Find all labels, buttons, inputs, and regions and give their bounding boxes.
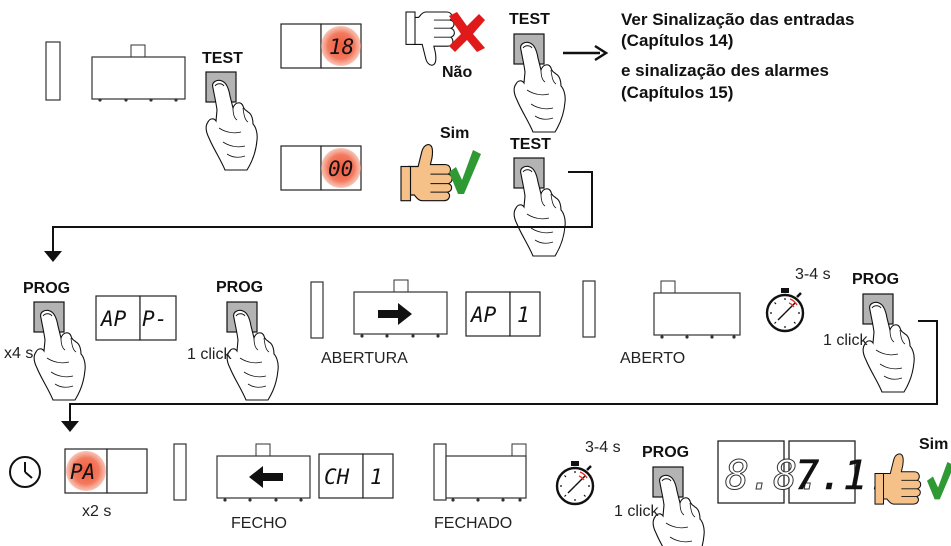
note-line-4: (Capítulos 15) <box>621 83 733 102</box>
note-line-1: Ver Sinalização das entradas <box>621 10 854 29</box>
display-p-dash: P- <box>142 307 167 331</box>
clock-icon <box>9 456 41 488</box>
time-label-1: 3-4 s <box>795 266 831 283</box>
gate-post-2 <box>310 281 324 339</box>
display-final-right <box>788 440 856 504</box>
test-label-2: TEST <box>509 11 550 28</box>
flow-connector-1 <box>52 171 593 254</box>
display-ap-left <box>95 295 141 341</box>
prog-label-1: PROG <box>23 280 70 297</box>
arrow-right-icon <box>563 44 609 62</box>
yes-label-2: Sim <box>919 436 948 453</box>
prog-label-3: PROG <box>852 271 899 288</box>
closing-label: FECHO <box>231 515 287 532</box>
thumbs-up-icon <box>400 143 453 202</box>
test-label-3: TEST <box>510 136 551 153</box>
display-ap-right <box>139 295 177 341</box>
display-ap1-right <box>509 291 541 337</box>
display-ch1-right <box>362 453 394 499</box>
cross-icon <box>449 12 485 52</box>
display-all-segments: 8.8. <box>725 453 821 499</box>
display-ch: CH <box>324 465 350 489</box>
gate-post-4 <box>173 443 187 501</box>
display-ch1-left <box>318 453 364 499</box>
display-ap: AP <box>99 307 127 331</box>
flow-connector-2 <box>69 320 938 424</box>
display-ap-2: AP <box>469 303 497 327</box>
display-1b: 1 <box>370 465 383 489</box>
test-label-1: TEST <box>202 50 243 67</box>
display-ap1-left <box>465 291 511 337</box>
stopwatch-icon <box>555 459 595 506</box>
check-icon <box>449 150 481 194</box>
arrow-right-icon <box>378 303 412 325</box>
time-label-2: 3-4 s <box>585 439 621 456</box>
gate-opening <box>353 279 448 338</box>
note-line-2: (Capítulos 14) <box>621 31 733 50</box>
click-label-3: 1 click <box>614 503 659 520</box>
gate-open <box>653 280 741 339</box>
opening-label: ABERTURA <box>321 350 408 367</box>
yes-label: Sim <box>440 125 469 142</box>
hold-label-2: x2 s <box>82 503 111 520</box>
note-line-3: e sinalização des alarmes <box>621 61 829 80</box>
thumbs-down-icon <box>405 11 455 66</box>
prog-label-2: PROG <box>216 279 263 296</box>
display-pa-right <box>106 448 148 494</box>
gate-post-3 <box>582 280 596 338</box>
hold-label-1: x4 s <box>4 345 33 362</box>
gate-closed-1 <box>91 44 186 102</box>
gate-closed-2 <box>433 443 527 502</box>
display-blank-1 <box>280 23 322 69</box>
gate-closing <box>216 443 311 502</box>
display-final-left <box>717 440 785 504</box>
display-1: 1 <box>517 303 530 327</box>
prog-label-4: PROG <box>642 444 689 461</box>
display-blank-2 <box>280 145 322 191</box>
open-label: ABERTO <box>620 350 685 367</box>
check-icon <box>927 462 951 500</box>
click-label-1: 1 click <box>187 346 232 363</box>
stopwatch-icon <box>765 286 805 333</box>
click-label-2: 1 click <box>823 332 868 349</box>
arrow-left-icon <box>249 466 283 488</box>
no-label: Não <box>442 64 472 81</box>
display-value-00: 00 <box>328 157 353 181</box>
gate-post-1 <box>45 41 61 101</box>
closed-label: FECHADO <box>434 515 512 532</box>
display-value-18: 18 <box>329 35 354 59</box>
display-pa: PA <box>70 460 95 484</box>
